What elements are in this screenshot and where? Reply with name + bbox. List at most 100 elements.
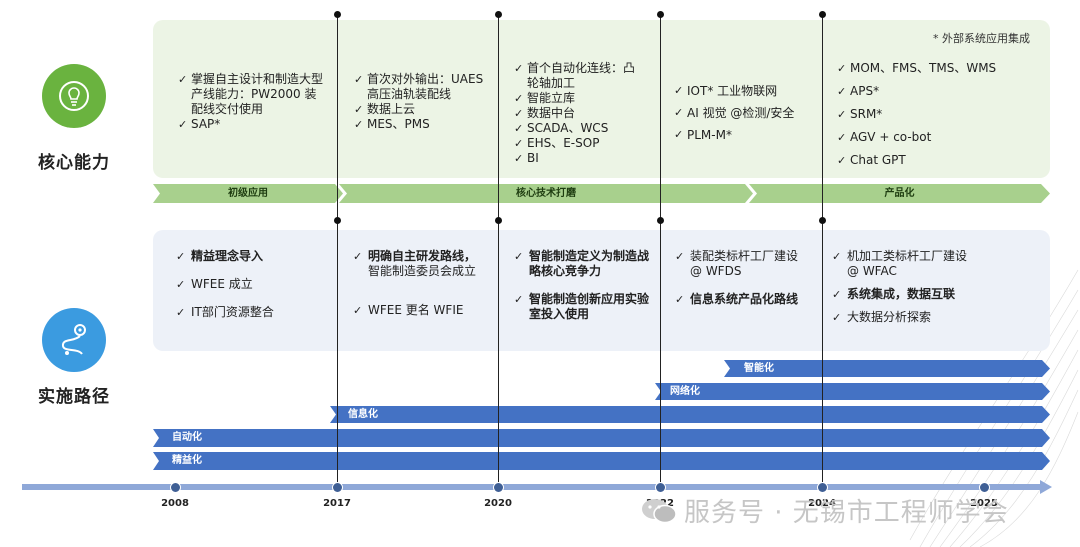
bar-automated <box>153 429 1050 447</box>
core-column-2017: ✓首次对外输出：UAES高压油轨装配线 ✓数据上云 ✓MES、PMS <box>354 72 484 132</box>
bar-networked <box>655 383 1050 400</box>
bar-lean <box>153 452 1050 470</box>
milestone-dot <box>657 11 664 18</box>
bar-intelligent <box>724 360 1050 377</box>
check-icon: ✓ <box>837 62 847 75</box>
check-icon: ✓ <box>353 304 363 317</box>
list-item: ✓智能立库 <box>514 91 576 105</box>
external-integration-note: * 外部系统应用集成 <box>933 32 1030 45</box>
core-column-2008: ✓掌握自主设计和制造大型产线能力：PW2000 装配线交付使用 ✓SAP* <box>178 72 323 132</box>
check-icon: ✓ <box>514 250 524 263</box>
check-icon: ✓ <box>353 250 363 263</box>
core-column-2020: ✓首个自动化连线：凸轮轴加工 ✓智能立库 ✓数据中台 ✓SCADA、WCS ✓E… <box>514 61 644 166</box>
list-item: ✓数据中台 <box>514 106 576 120</box>
watermark-text: 服务号 · 无锡市工程师学会 <box>684 498 1009 528</box>
list-item: ✓APS* <box>837 80 1027 103</box>
timeline-dot <box>655 482 666 493</box>
milestone-line-2020 <box>498 14 499 488</box>
year-label: 2008 <box>161 498 189 509</box>
check-icon: ✓ <box>514 137 524 150</box>
list-item: ✓信息系统产品化路线 <box>675 292 799 306</box>
list-item: ✓IOT* 工业物联网 <box>674 80 814 102</box>
year-label: 2025 <box>970 498 998 509</box>
milestone-dot <box>495 11 502 18</box>
wechat-icon <box>642 498 677 523</box>
list-item: ✓WFEE 成立 <box>176 277 253 291</box>
check-icon: ✓ <box>832 311 842 324</box>
phase-arrow-initial <box>153 184 343 203</box>
milestone-dot <box>657 217 664 224</box>
milestone-line-2024 <box>822 14 823 488</box>
check-icon: ✓ <box>674 84 684 97</box>
bar-informatized <box>330 406 1050 423</box>
milestone-dot <box>334 11 341 18</box>
list-item: ✓AI 视觉 @检测/安全 <box>674 102 814 124</box>
bar-label-automated: 自动化 <box>172 432 202 443</box>
path-column-2017: ✓明确自主研发路线，智能制造委员会成立 ✓WFEE 更名 WFIE <box>353 249 493 331</box>
milestone-dot <box>819 217 826 224</box>
milestone-line-2017 <box>337 14 338 488</box>
bar-label-lean: 精益化 <box>172 455 202 466</box>
phase-label-productization: 产品化 <box>884 188 915 199</box>
check-icon: ✓ <box>514 62 524 75</box>
list-item: ✓EHS、E-SOP <box>514 136 600 150</box>
timeline-dot <box>979 482 990 493</box>
path-column-2022: ✓装配类标杆工厂建设 @ WFDS ✓信息系统产品化路线 <box>675 249 810 320</box>
path-column-2020: ✓智能制造定义为制造战略核心竞争力 ✓智能制造创新应用实验室投入使用 <box>514 249 649 335</box>
list-item: ✓精益理念导入 <box>176 249 264 263</box>
timeline-arrow <box>22 480 1052 494</box>
list-item: ✓SCADA、WCS <box>514 121 609 135</box>
phase-label-initial: 初级应用 <box>228 188 268 199</box>
phase-arrow-productization <box>749 184 1050 203</box>
list-item: ✓SAP* <box>178 117 221 131</box>
year-label: 2024 <box>808 498 836 509</box>
timeline-dot <box>332 482 343 493</box>
check-icon: ✓ <box>674 106 684 119</box>
list-item: ✓BI <box>514 151 539 165</box>
list-item: ✓Chat GPT <box>837 149 1027 172</box>
list-item: ✓装配类标杆工厂建设 @ WFDS <box>675 249 799 278</box>
check-icon: ✓ <box>176 250 186 263</box>
check-icon: ✓ <box>178 118 188 131</box>
milestone-dot <box>819 11 826 18</box>
route-icon <box>42 308 106 372</box>
list-item: ✓大数据分析探索 <box>832 310 932 324</box>
timeline-dot <box>170 482 181 493</box>
milestone-line-2022 <box>660 14 661 488</box>
check-icon: ✓ <box>514 293 524 306</box>
bar-label-intelligent: 智能化 <box>744 363 774 374</box>
check-icon: ✓ <box>832 250 842 263</box>
path-column-2024: ✓机加工类标杆工厂建设 @ WFAC ✓系统集成，数据互联 ✓大数据分析探索 <box>832 249 982 338</box>
list-item: ✓掌握自主设计和制造大型产线能力：PW2000 装配线交付使用 <box>178 72 324 116</box>
list-item: ✓首个自动化连线：凸轮轴加工 <box>514 61 636 90</box>
check-icon: ✓ <box>176 278 186 291</box>
check-icon: ✓ <box>354 103 364 116</box>
check-icon: ✓ <box>354 118 364 131</box>
timeline-dot <box>817 482 828 493</box>
list-item: ✓MOM、FMS、TMS、WMS <box>837 57 1027 80</box>
check-icon: ✓ <box>514 152 524 165</box>
phase-label-core-tech: 核心技术打磨 <box>516 188 576 199</box>
milestone-dot <box>334 217 341 224</box>
year-label: 2020 <box>484 498 512 509</box>
core-capability-panel <box>153 20 1050 178</box>
check-icon: ✓ <box>837 108 847 121</box>
watermark: 服务号 · 无锡市工程师学会 <box>640 492 1009 529</box>
year-label: 2017 <box>323 498 351 509</box>
bar-label-informatized: 信息化 <box>348 409 378 420</box>
lightbulb-icon <box>42 64 106 128</box>
check-icon: ✓ <box>674 128 684 141</box>
check-icon: ✓ <box>837 85 847 98</box>
check-icon: ✓ <box>178 73 188 86</box>
implementation-path-panel <box>153 230 1050 351</box>
list-item: ✓PLM-M* <box>674 124 814 146</box>
core-column-2022: ✓IOT* 工业物联网 ✓AI 视觉 @检测/安全 ✓PLM-M* <box>674 80 814 146</box>
list-item: ✓智能制造创新应用实验室投入使用 <box>514 292 650 321</box>
core-column-2024: ✓MOM、FMS、TMS、WMS ✓APS* ✓SRM* ✓AGV + co-b… <box>837 57 1027 172</box>
list-item: ✓系统集成，数据互联 <box>832 287 956 301</box>
list-item: ✓WFEE 更名 WFIE <box>353 303 464 317</box>
list-item: ✓MES、PMS <box>354 117 430 131</box>
check-icon: ✓ <box>514 92 524 105</box>
list-item: ✓首次对外输出：UAES高压油轨装配线 <box>354 72 484 101</box>
